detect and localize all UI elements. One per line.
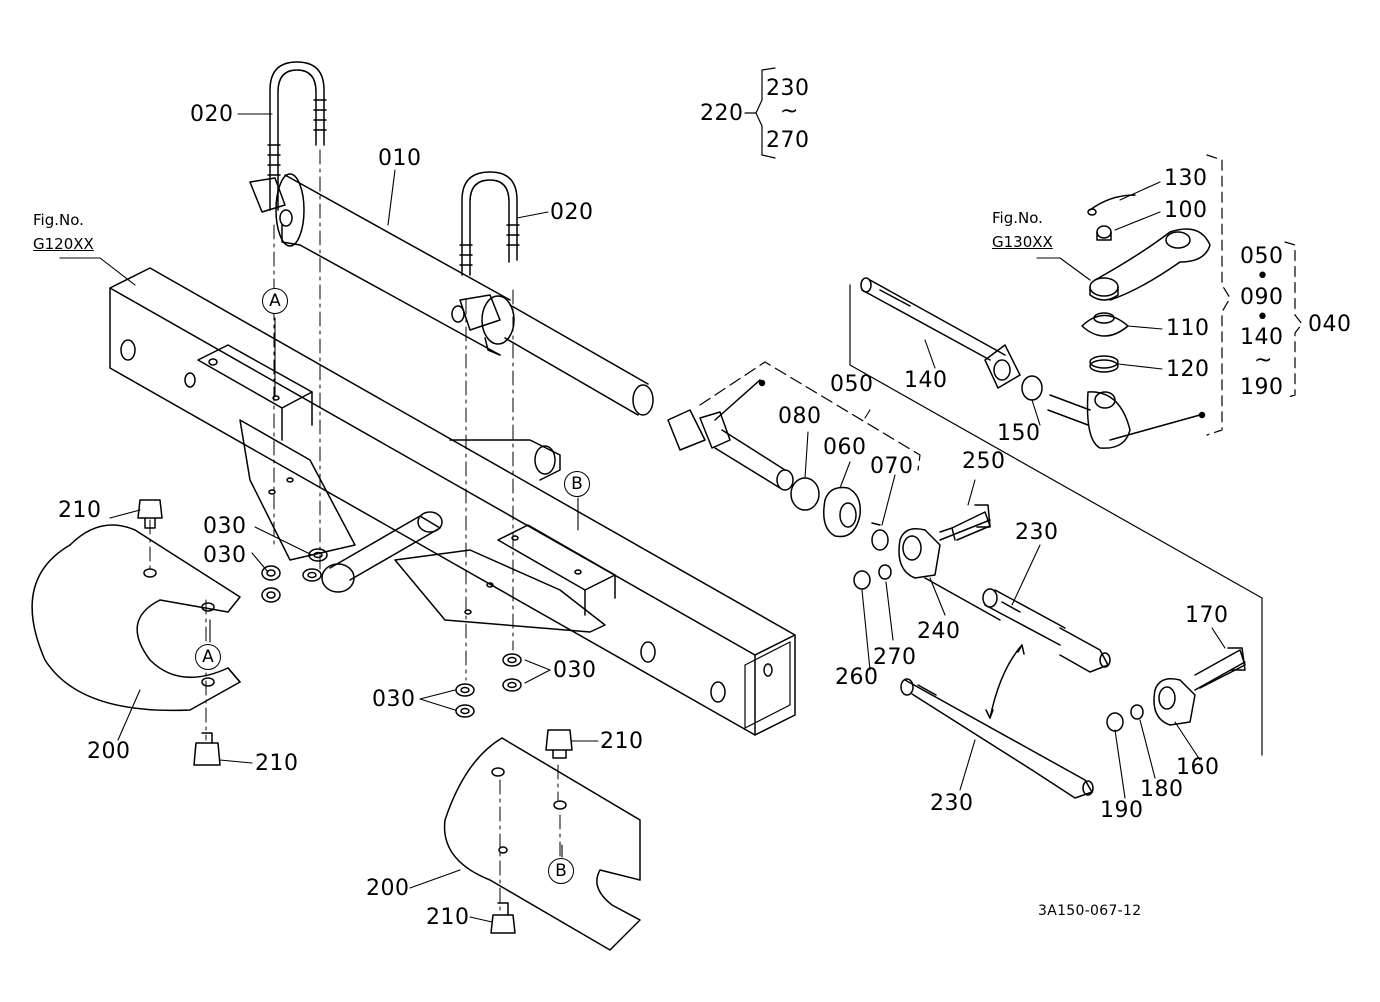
adjust-shaft-upper — [982, 588, 1111, 673]
label-210-bottom: 210 — [426, 905, 470, 930]
range-dot-1: • — [1256, 264, 1269, 289]
left-cover — [31, 524, 241, 712]
tie-rod-end-inner — [667, 379, 794, 491]
pivot-shaft — [321, 439, 561, 593]
label-180: 180 — [1140, 777, 1184, 802]
ref-g130-line2: G130XX — [992, 233, 1053, 251]
label-110: 110 — [1166, 316, 1210, 341]
swap-arrow — [989, 644, 1023, 719]
label-040: 040 — [1308, 312, 1352, 337]
range-tilde-040: ~ — [1254, 348, 1273, 373]
ref-g120-line1: Fig.No. — [33, 211, 84, 229]
label-230-range: 230 — [766, 76, 810, 101]
label-240: 240 — [917, 619, 961, 644]
group-braces — [744, 67, 1303, 436]
marker-b-lower: B — [548, 858, 574, 884]
bolts-210 — [137, 499, 573, 934]
label-270: 270 — [873, 645, 917, 670]
marker-b-upper: B — [564, 471, 590, 497]
label-070: 070 — [870, 454, 914, 479]
label-120: 120 — [1166, 357, 1210, 382]
marker-a-upper: A — [262, 288, 288, 314]
tie-rod-end-outer — [1047, 391, 1206, 449]
label-090-range: 090 — [1240, 285, 1284, 310]
ref-g120-line2: G120XX — [33, 235, 94, 253]
label-200-bottom: 200 — [366, 876, 410, 901]
label-210-top-left: 210 — [58, 498, 102, 523]
label-230-lower: 230 — [930, 791, 974, 816]
label-170: 170 — [1185, 603, 1229, 628]
label-080: 080 — [778, 404, 822, 429]
label-250: 250 — [962, 449, 1006, 474]
label-210-left-bottom: 210 — [255, 751, 299, 776]
label-230-upper: 230 — [1015, 520, 1059, 545]
label-140: 140 — [904, 368, 948, 393]
steering-cylinder — [249, 173, 654, 416]
label-010: 010 — [378, 146, 422, 171]
label-210-bottom-cover: 210 — [600, 729, 644, 754]
label-030-right: 030 — [553, 658, 597, 683]
label-200-left: 200 — [87, 739, 131, 764]
tie-rod-140 — [860, 277, 1043, 401]
u-bolts — [267, 61, 520, 276]
label-260: 260 — [835, 665, 879, 690]
label-050-range: 050 — [1240, 244, 1284, 269]
label-190: 190 — [1100, 798, 1144, 823]
label-220: 220 — [700, 101, 744, 126]
figure-code: 3A150-067-12 — [1038, 903, 1142, 919]
nuts-030 — [261, 548, 522, 718]
adjust-shaft-lower — [900, 678, 1094, 799]
right-bracket — [394, 524, 616, 633]
boot-060 — [790, 477, 889, 551]
bottom-cover — [443, 737, 641, 951]
marker-a-lower: A — [195, 644, 221, 670]
label-270-range: 270 — [766, 128, 810, 153]
swap-arrow-head-up — [1017, 644, 1025, 655]
label-190-range: 190 — [1240, 375, 1284, 400]
label-020-right: 020 — [550, 200, 594, 225]
clamp-240 — [853, 504, 1001, 621]
label-050: 050 — [830, 372, 874, 397]
label-160: 160 — [1176, 755, 1220, 780]
range-dot-2: • — [1256, 305, 1269, 330]
label-020-upper: 020 — [190, 102, 234, 127]
label-030-center: 030 — [372, 687, 416, 712]
label-130: 130 — [1164, 166, 1208, 191]
label-030-left-1: 030 — [203, 514, 247, 539]
label-150: 150 — [997, 421, 1041, 446]
range-tilde-220: ~ — [780, 99, 799, 124]
label-030-left-2: 030 — [203, 543, 247, 568]
label-140-range: 140 — [1240, 325, 1284, 350]
ref-g130-line1: Fig.No. — [992, 209, 1043, 227]
left-bracket — [197, 344, 356, 561]
clamp-160 — [1106, 647, 1246, 732]
label-060: 060 — [823, 435, 867, 460]
swap-arrow-head-down — [985, 709, 994, 719]
group-line-040 — [849, 284, 1263, 756]
leader-lines — [59, 113, 1226, 923]
label-100: 100 — [1164, 198, 1208, 223]
group-box-050 — [699, 361, 921, 471]
